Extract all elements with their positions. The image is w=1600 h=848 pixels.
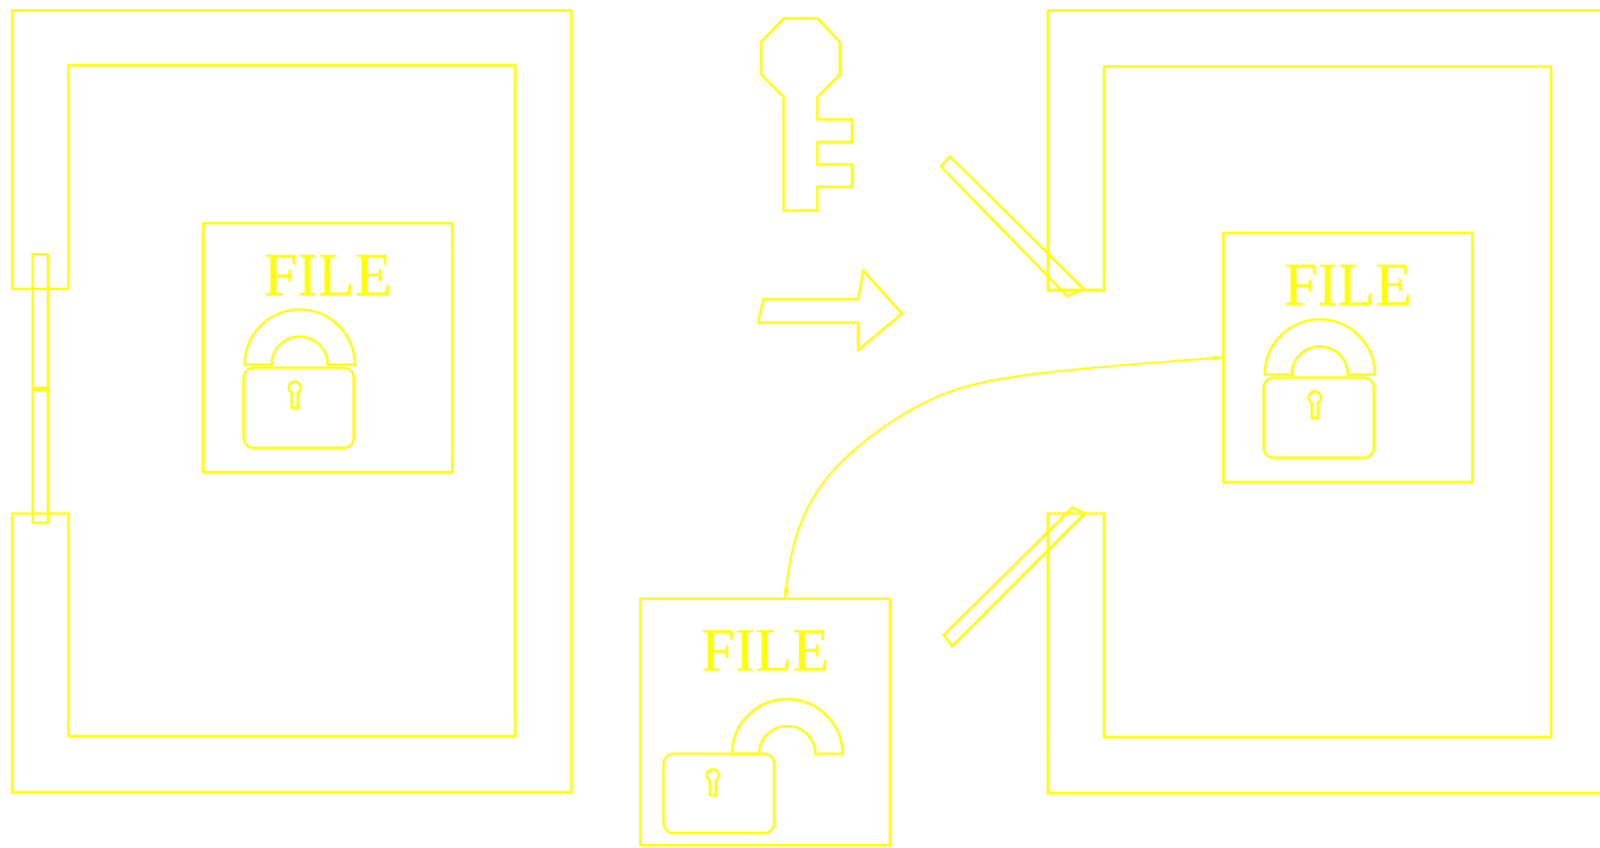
file-box: FILE xyxy=(639,597,892,846)
padlock-keyhole xyxy=(288,381,301,408)
padlock-shackle xyxy=(244,309,355,365)
padlock-body xyxy=(1264,377,1375,458)
door-flap xyxy=(943,506,1085,646)
hinge-bar xyxy=(32,390,49,523)
file-label: FILE xyxy=(1224,253,1472,315)
padlock-shackle xyxy=(1264,319,1375,375)
hinge-bar xyxy=(32,253,49,388)
padlock-keyhole xyxy=(707,768,720,796)
closed-safe xyxy=(12,9,572,792)
padlock-keyhole xyxy=(1308,390,1321,418)
padlock-body xyxy=(663,753,775,833)
curved-arrow xyxy=(785,357,1223,598)
block-arrow xyxy=(758,270,902,350)
door-flap xyxy=(940,156,1084,296)
padlock-shackle xyxy=(731,698,843,754)
padlock-body xyxy=(243,367,355,448)
file-box: FILE xyxy=(202,221,454,474)
key-symbol xyxy=(761,18,853,211)
file-label: FILE xyxy=(204,243,451,305)
open-safe xyxy=(1048,9,1600,793)
file-box: FILE xyxy=(1222,231,1474,483)
file-label: FILE xyxy=(641,619,889,681)
